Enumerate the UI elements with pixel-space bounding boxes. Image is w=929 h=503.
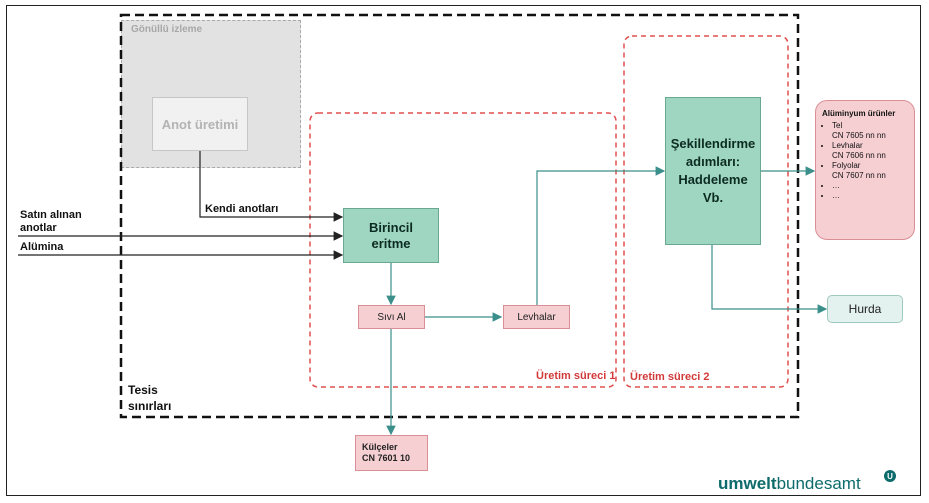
primary-melting-label: Birincil eritme: [368, 219, 414, 251]
product-item: …: [832, 181, 908, 191]
process1-label: Üretim süreci 1: [536, 370, 616, 382]
product-name: Folyolar: [832, 161, 861, 170]
primary-melting-box: Birincil eritme: [343, 208, 439, 263]
shaping-box: Şekillendirme adımları: Haddeleme Vb.: [665, 97, 761, 245]
products-title: Alüminyum ürünler: [822, 109, 896, 118]
product-name: …: [832, 181, 840, 190]
product-code: CN 7606 nn nn: [832, 151, 886, 160]
process1-zone: [309, 112, 617, 388]
purchased-anodes-label-1: Satın alınan: [20, 209, 82, 221]
sheets-box: Levhalar: [503, 305, 570, 329]
product-item: …: [832, 191, 908, 201]
ingots-label: Külçeler CN 7601 10: [362, 442, 411, 463]
own-anodes-label: Kendi anotları: [205, 203, 279, 215]
anode-production-box: Anot üretimi: [152, 97, 248, 151]
process2-zone: [623, 35, 789, 388]
purchased-anodes-label-2: anotlar: [20, 222, 57, 234]
outer-frame: [6, 5, 921, 496]
facility-boundary-label: Tesis sınırları: [128, 382, 188, 414]
process2-label: Üretim süreci 2: [630, 371, 710, 383]
scrap-box: Hurda: [827, 295, 903, 323]
sheets-to-shaping-arrow: [536, 166, 666, 305]
ingots-box: Külçeler CN 7601 10: [355, 435, 428, 471]
logo-mark-letter: U: [887, 471, 893, 481]
shaping-to-scrap-arrow: [711, 245, 828, 314]
product-code: CN 7607 nn nn: [832, 171, 886, 180]
facility-boundary: [119, 13, 800, 419]
product-code: CN 7605 nn nn: [832, 131, 886, 140]
product-name: Tel: [832, 121, 843, 130]
product-name: Levhalar: [832, 141, 863, 150]
logo-mark-icon: U: [884, 470, 896, 482]
logo-part2: bundesamt: [776, 474, 861, 493]
own-anodes-arrow: [199, 151, 344, 222]
shaping-label: Şekillendirme adımları: Haddeleme Vb.: [670, 136, 756, 205]
product-name: …: [832, 191, 840, 200]
alumina-label: Alümina: [20, 241, 64, 253]
liquid-al-box: Sıvı Al: [358, 305, 425, 329]
voluntary-monitoring-label: Gönüllü izleme: [131, 24, 203, 35]
umweltbundesamt-logo: umweltbundesamt: [718, 474, 861, 494]
logo-part1: umwelt: [718, 474, 777, 493]
facility-boundary-text: Tesis sınırları: [128, 383, 172, 413]
